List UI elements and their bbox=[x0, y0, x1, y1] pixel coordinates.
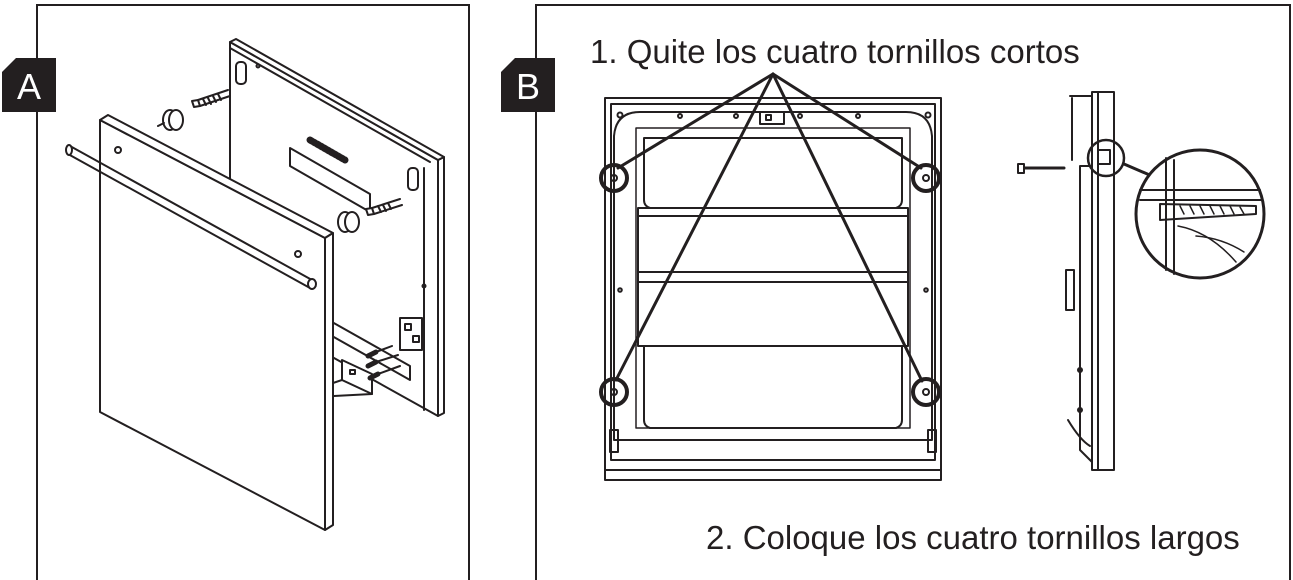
panel-b-door-front-view bbox=[601, 74, 941, 480]
mounting-screws bbox=[158, 90, 402, 396]
zoom-detail bbox=[1136, 150, 1264, 278]
panel-b-label: B bbox=[501, 58, 555, 112]
step-1-instruction: 1. Quite los cuatro tornillos cortos bbox=[590, 33, 1080, 70]
panel-a-illustration bbox=[66, 39, 444, 530]
door-handle-bar bbox=[66, 145, 316, 289]
outer-door-panel bbox=[100, 115, 333, 530]
long-screw bbox=[1018, 164, 1064, 173]
panel-b-door-side-view bbox=[1018, 92, 1264, 470]
leader-lines bbox=[616, 74, 922, 381]
step-2-instruction: 2. Coloque los cuatro tornillos largos bbox=[706, 519, 1240, 556]
panel-a-label: A bbox=[2, 58, 56, 112]
short-screw-highlights bbox=[601, 165, 939, 405]
